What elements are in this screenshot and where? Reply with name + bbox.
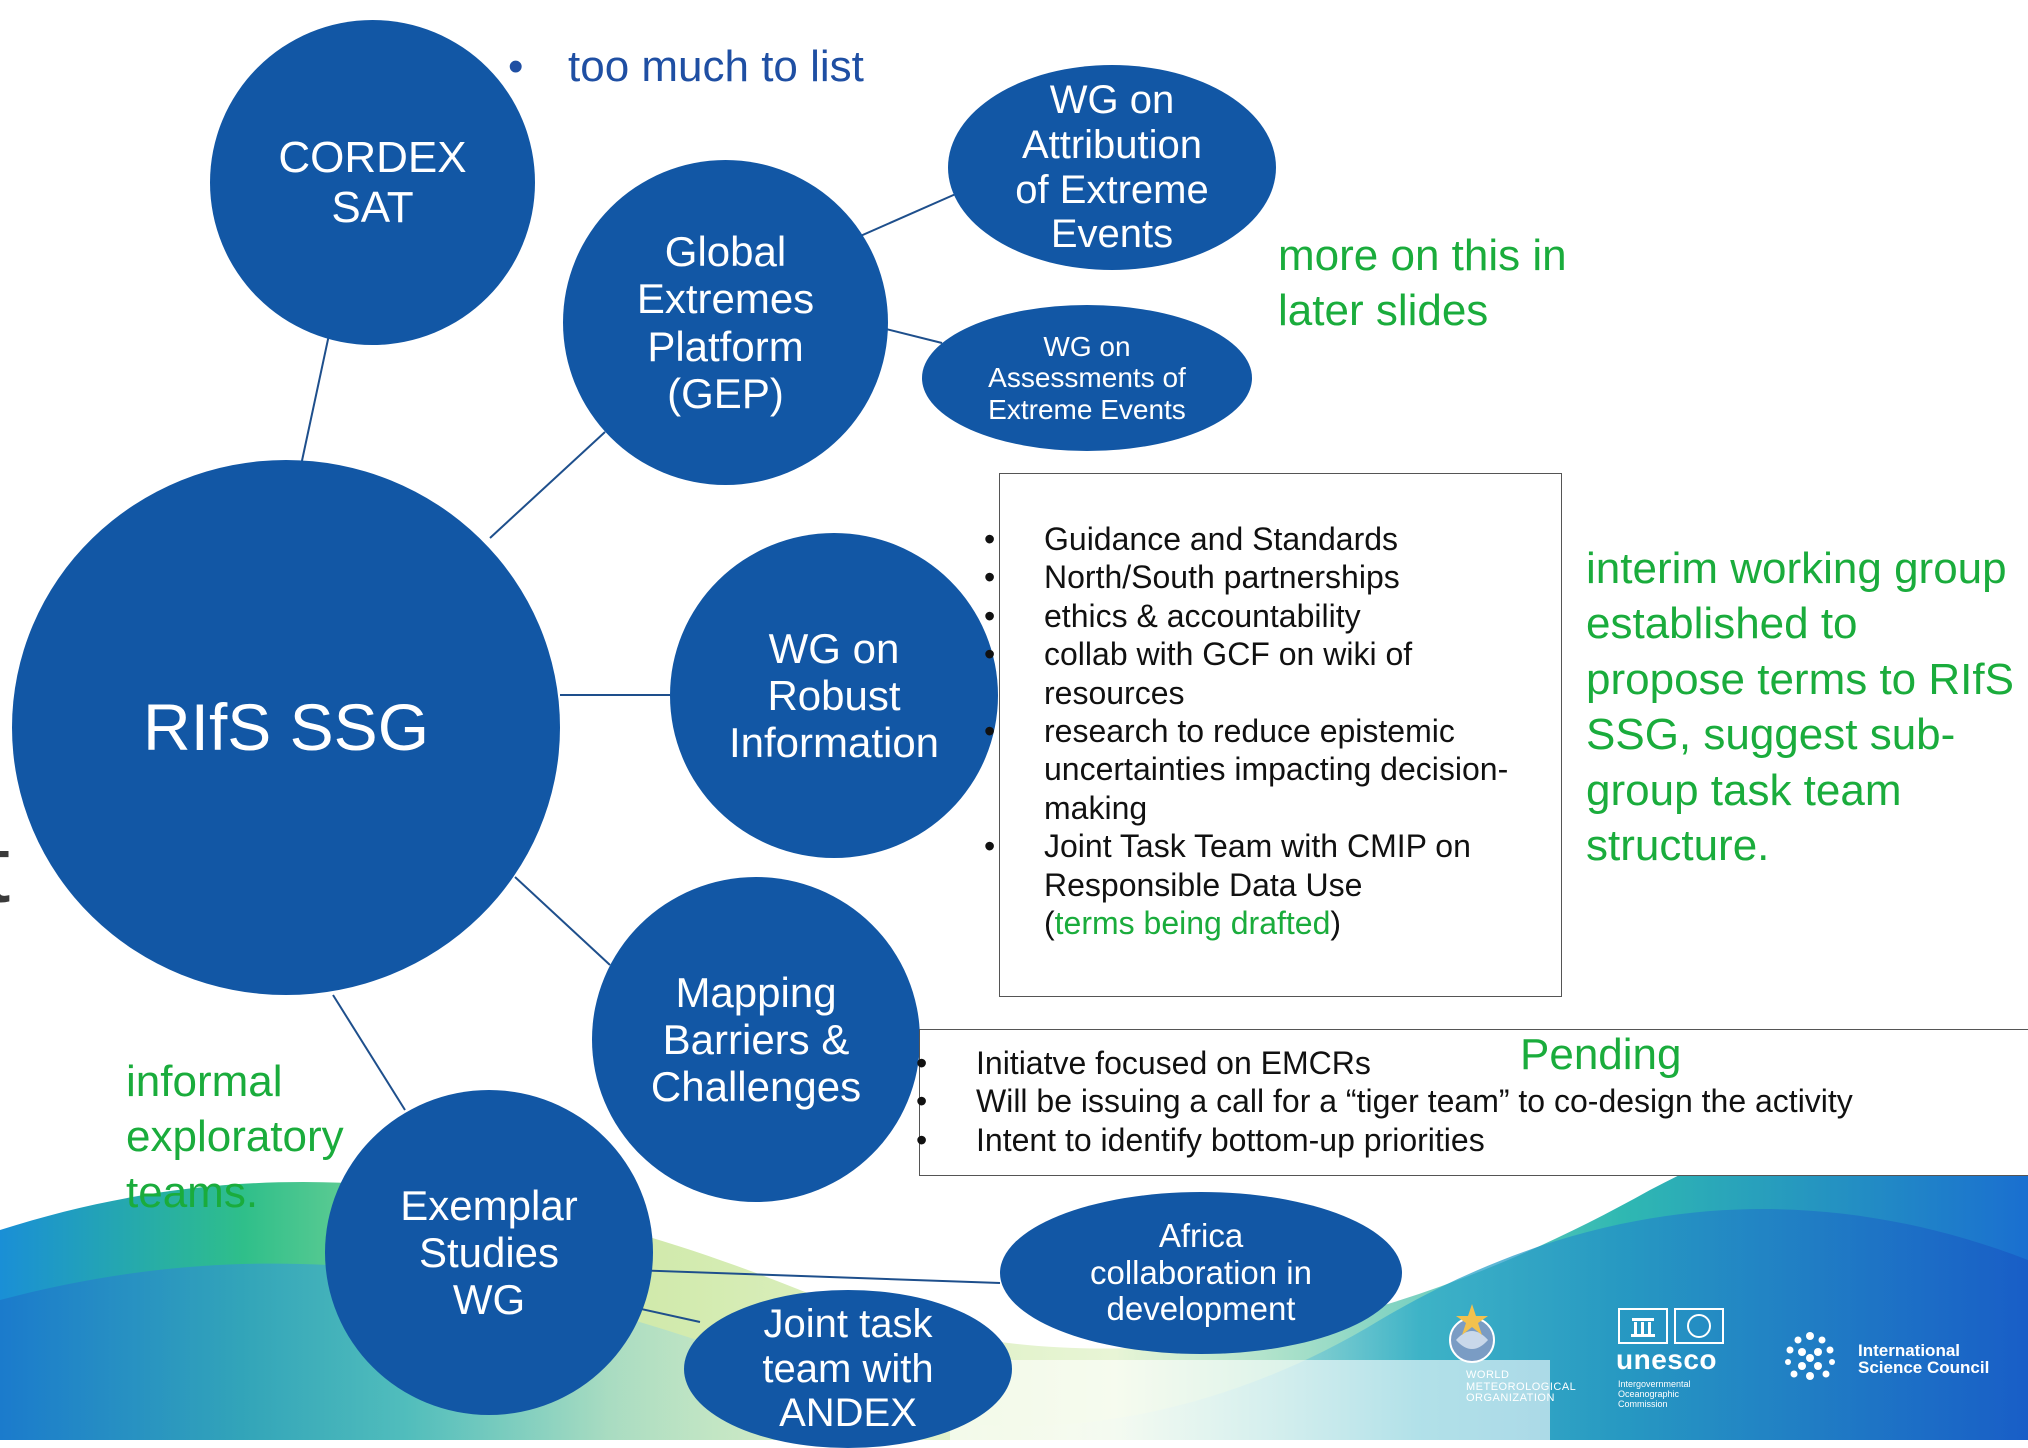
mapping-items-list: Initiatve focused on EMCRs Will be issui…	[916, 1044, 1853, 1160]
robust-item: ethics & accountability	[984, 597, 1544, 636]
mapping-item: Will be issuing a call for a “tiger team…	[916, 1082, 1853, 1121]
robust-item: North/South partnerships	[984, 558, 1544, 597]
node-mapping-barriers: Mapping Barriers & Challenges	[592, 877, 920, 1202]
terms-drafted-note: terms being drafted	[1054, 904, 1331, 941]
connector-rifs-exemplar	[332, 994, 406, 1111]
robust-item: Guidance and Standards	[984, 520, 1544, 559]
node-gep: Global Extremes Platform (GEP)	[563, 160, 888, 485]
node-rifs-ssg: RIfS SSG	[12, 460, 560, 995]
unesco-subtitle: Intergovernmental Oceanographic Commissi…	[1618, 1379, 1691, 1409]
robust-note: interim working group established to pro…	[1586, 544, 2014, 871]
paren-close: )	[1330, 904, 1342, 941]
mapping-item: Intent to identify bottom-up priorities	[916, 1121, 1853, 1160]
paren-open: (	[1044, 904, 1055, 941]
unesco-temple-icon	[1618, 1308, 1668, 1344]
wmo-logo-text: WORLD METEOROLOGICAL ORGANIZATION	[1466, 1369, 1577, 1405]
mapping-status: Pending	[1520, 1030, 1682, 1079]
unesco-logo: unesco Intergovernmental Oceanographic C…	[1616, 1308, 1746, 1418]
connector-exemplar-africa	[629, 1269, 1001, 1284]
exploratory-note: informal exploratory teams.	[126, 1057, 344, 1217]
connector-rifs-mapping	[514, 876, 611, 966]
node-cordex-sat: CORDEX SAT	[210, 20, 535, 345]
isc-dots-icon	[1785, 1332, 1835, 1380]
ioc-emblem-icon	[1674, 1308, 1724, 1344]
connector-rifs-gep	[489, 431, 606, 539]
connector-rifs-cordex	[299, 329, 331, 471]
mapping-item: Initiatve focused on EMCRs	[916, 1044, 1853, 1083]
node-wg-attribution: WG on Attribution of Extreme Events	[948, 65, 1276, 270]
node-wg-assessments: WG on Assessments of Extreme Events	[922, 305, 1252, 451]
robust-item: collab with GCF on wiki of resources	[984, 635, 1544, 712]
partial-slide-text: nt	[0, 815, 10, 925]
robust-item-last-text: Joint Task Team with CMIP on Responsible…	[1044, 828, 1471, 903]
wave-white-mask	[950, 1360, 1550, 1440]
robust-item: research to reduce epistemic uncertainti…	[984, 712, 1544, 827]
robust-items-box: Guidance and Standards North/South partn…	[984, 473, 1562, 997]
isc-logo: International Science Council	[1782, 1330, 2022, 1390]
robust-item-last: Joint Task Team with CMIP on Responsible…	[984, 827, 1544, 942]
robust-items-list: Guidance and Standards North/South partn…	[984, 520, 1544, 942]
cordex-note-item: too much to list	[508, 42, 864, 92]
gep-note: more on this in later slides	[1278, 231, 1567, 335]
node-wg-robust: WG on Robust Information	[670, 533, 998, 858]
mapping-items-box: Initiatve focused on EMCRs Will be issui…	[916, 1029, 2028, 1176]
wmo-logo: WORLD METEOROLOGICAL ORGANIZATION	[1440, 1302, 1580, 1412]
isc-wordmark: International Science Council	[1858, 1341, 1990, 1377]
node-joint-task-andex: Joint task team with ANDEX	[684, 1290, 1012, 1448]
wmo-emblem-icon	[1449, 1304, 1495, 1363]
node-africa-collaboration: Africa collaboration in development	[1000, 1192, 1402, 1354]
unesco-wordmark: unesco	[1616, 1344, 1718, 1375]
cordex-note: too much to list	[508, 42, 864, 92]
node-exemplar-studies: Exemplar Studies WG	[325, 1090, 653, 1415]
